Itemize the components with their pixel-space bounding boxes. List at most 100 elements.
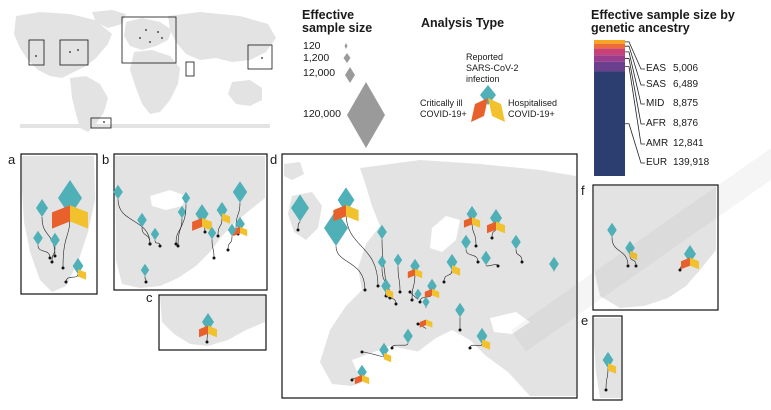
reported-diamond (461, 234, 471, 250)
hospital-rhombus (415, 268, 423, 279)
site-dot (476, 260, 480, 264)
hospital-rhombus (608, 363, 617, 374)
critical-rhombus (354, 374, 362, 385)
reported-diamond (455, 302, 465, 318)
site-dot (205, 340, 209, 344)
critical-rhombus (407, 268, 415, 279)
site-dot (158, 244, 162, 248)
overview-box-e (185, 61, 195, 77)
world-overview-map (14, 10, 276, 132)
critical-rhombus (424, 288, 432, 299)
size-legend-title: Effective sample size (302, 8, 373, 35)
hospital-rhombus (384, 352, 392, 363)
site-leader-line (37, 245, 51, 259)
site-leader-line (515, 249, 523, 263)
size-label-120000: 120,000 (303, 108, 341, 120)
site-25 (393, 253, 403, 294)
panel-letter-c: c (146, 290, 153, 305)
site-32 (511, 234, 524, 264)
reported-diamond (36, 199, 48, 217)
site-37 (390, 328, 413, 350)
site-dot (390, 346, 394, 350)
panel-d-iceland-west (284, 162, 304, 180)
ancestry-code-sas: SAS (646, 79, 667, 90)
panel-b-land (115, 156, 265, 288)
ancestry-leader-eur (625, 123, 645, 164)
ancestry-value-afr: 8,876 (673, 118, 699, 129)
ancestry-segment-mid (594, 48, 625, 56)
hospital-rhombus (690, 257, 699, 270)
site-35 (416, 319, 433, 329)
site-dot (226, 248, 230, 252)
panel-letter-a: a (8, 152, 16, 167)
site-9 (174, 205, 187, 246)
analysis-type-glyph (471, 85, 505, 122)
ancestry-leader-sas (625, 45, 645, 86)
size-label-120: 120 (303, 40, 321, 52)
reported-diamond (625, 240, 635, 256)
site-12 (207, 226, 217, 260)
site-dot (408, 290, 412, 294)
ancestry-leader-afr (625, 58, 645, 125)
ancestry-stacked-bar (594, 40, 625, 176)
ancestry-segment-afr (594, 55, 625, 62)
reported-diamond (684, 245, 696, 263)
reported-diamond (549, 256, 559, 272)
site-16 (226, 223, 237, 252)
panel-b (113, 153, 268, 291)
site-leader-line (235, 202, 241, 231)
site-39 (360, 342, 392, 363)
site-dot (626, 264, 630, 268)
site-17 (140, 263, 150, 284)
reported-diamond (207, 226, 217, 240)
site-dot (363, 288, 367, 292)
reported-diamond (357, 364, 367, 380)
reported-diamond (446, 253, 458, 271)
panel-d-black-sea (490, 312, 530, 334)
site-leader-line (51, 247, 56, 263)
hospital-rhombus (386, 288, 394, 299)
ancestry-segment-sas (594, 43, 625, 49)
panel-letter-f: f (581, 183, 585, 198)
antarctica-land (20, 124, 270, 128)
site-dot (144, 280, 148, 284)
panel-e (592, 315, 623, 401)
reported-diamond (381, 278, 391, 294)
site-glyphs (33, 180, 699, 392)
hospital-rhombus (78, 269, 87, 280)
africa-land (130, 50, 180, 114)
reported-diamond (216, 201, 228, 219)
site-leader-line (345, 212, 379, 287)
site-leader-line (465, 249, 479, 263)
scale-diamond-120000 (347, 82, 385, 148)
ancestry-leader-amr (625, 66, 645, 145)
ancestry-segment-eas (594, 40, 625, 44)
site-31 (487, 209, 505, 240)
reported-diamond (602, 351, 614, 369)
critical-rhombus (471, 98, 488, 122)
site-33 (481, 250, 500, 268)
hospital-rhombus (488, 98, 505, 122)
panel-d-baltic (430, 216, 460, 252)
site-28 (442, 253, 461, 284)
site-4 (50, 232, 60, 264)
hospital-rhombus (222, 213, 231, 224)
ancestry-segment-eur (594, 71, 625, 176)
reported-diamond (422, 296, 430, 308)
reported-diamond (403, 328, 413, 344)
reported-diamond (50, 232, 60, 248)
site-leader-line (411, 273, 416, 301)
site-dot (418, 300, 422, 304)
site-dot (474, 244, 478, 248)
site-leader-line (397, 266, 401, 293)
hospital-rhombus (70, 205, 88, 229)
reported-diamond (232, 181, 248, 203)
reported-diamond (377, 255, 387, 269)
panel-f-islands (660, 204, 688, 240)
site-dot (216, 234, 220, 238)
site-dot (604, 388, 608, 392)
site-42 (408, 288, 422, 300)
scale-diamond-1200 (343, 53, 351, 63)
